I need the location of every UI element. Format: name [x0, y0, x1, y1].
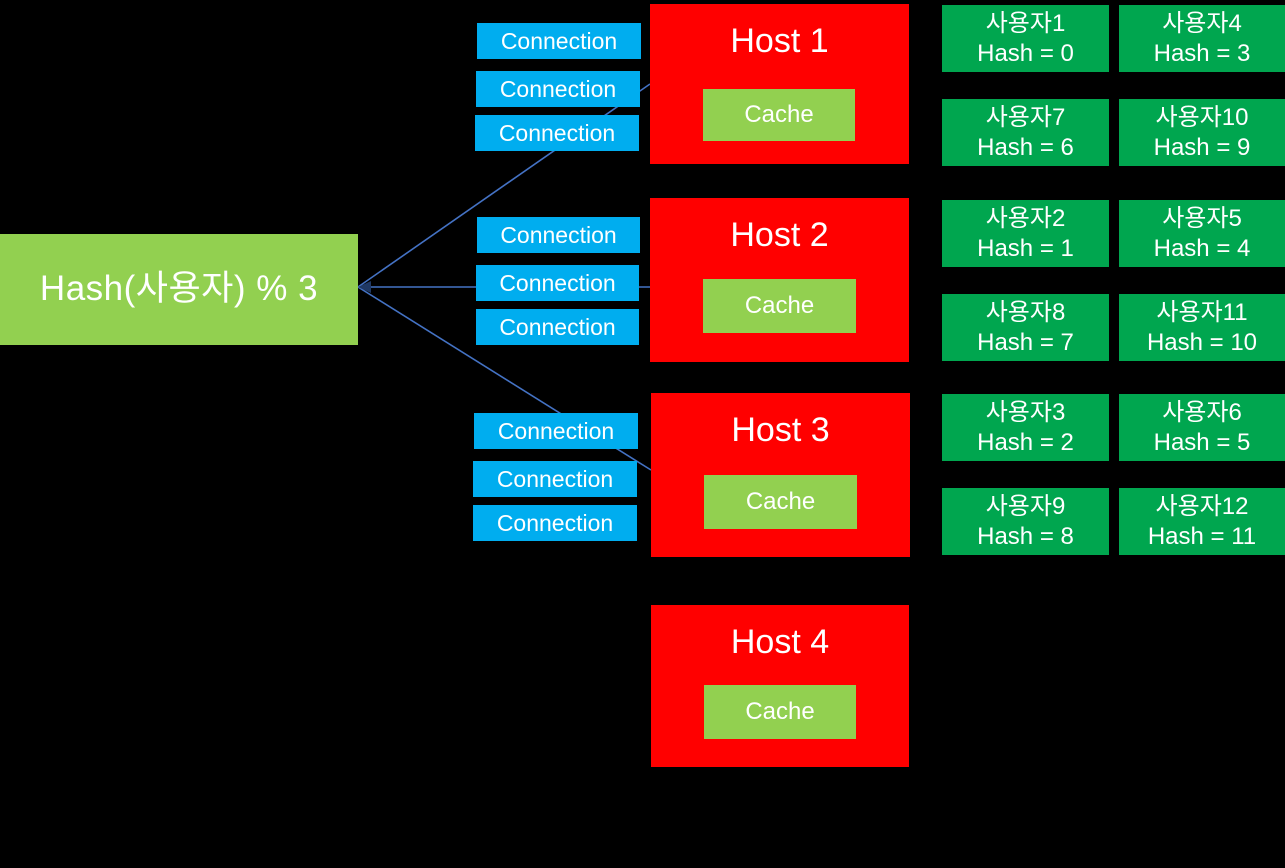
user-hash: Hash = 4 — [1153, 234, 1251, 262]
connection-box-1-2[interactable]: Connection — [476, 71, 640, 107]
connection-box-2-2[interactable]: Connection — [476, 265, 639, 301]
hash-source-box[interactable]: Hash(사용자) % 3 — [0, 234, 358, 345]
user-box-10[interactable]: 사용자10 Hash = 9 — [1119, 99, 1285, 166]
user-box-8[interactable]: 사용자8 Hash = 7 — [942, 294, 1109, 361]
host-title: Host 4 — [730, 623, 830, 661]
user-hash: Hash = 3 — [1153, 39, 1251, 67]
user-box-12[interactable]: 사용자12 Hash = 11 — [1119, 488, 1285, 555]
connection-label: Connection — [500, 27, 618, 54]
connection-box-3-3[interactable]: Connection — [473, 505, 637, 541]
hash-source-label: Hash(사용자) % 3 — [39, 269, 319, 309]
cache-label: Cache — [744, 292, 815, 320]
user-hash: Hash = 5 — [1153, 428, 1251, 456]
cache-box[interactable]: Cache — [704, 475, 857, 529]
user-name: 사용자7 — [985, 104, 1066, 132]
host-box-3[interactable]: Host 3 Cache — [651, 393, 910, 557]
connection-label: Connection — [496, 465, 614, 492]
user-name: 사용자10 — [1155, 104, 1249, 132]
connection-label: Connection — [499, 313, 616, 340]
connection-label: Connection — [498, 119, 616, 146]
link-arrowhead — [358, 281, 371, 293]
cache-box[interactable]: Cache — [703, 279, 856, 333]
user-name: 사용자1 — [985, 10, 1066, 38]
connection-box-3-1[interactable]: Connection — [474, 413, 638, 449]
host-title: Host 2 — [730, 216, 829, 254]
host-title: Host 3 — [731, 411, 830, 449]
user-hash: Hash = 7 — [977, 328, 1074, 356]
user-hash: Hash = 2 — [977, 428, 1074, 456]
user-name: 사용자3 — [985, 399, 1066, 427]
user-name: 사용자2 — [985, 205, 1066, 233]
connection-label: Connection — [499, 75, 617, 102]
user-name: 사용자4 — [1162, 10, 1242, 38]
connection-box-2-3[interactable]: Connection — [476, 309, 639, 345]
cache-box[interactable]: Cache — [703, 89, 855, 141]
user-box-11[interactable]: 사용자11 Hash = 10 — [1119, 294, 1285, 361]
user-hash: Hash = 6 — [977, 133, 1074, 161]
user-box-7[interactable]: 사용자7 Hash = 6 — [942, 99, 1109, 166]
user-box-3[interactable]: 사용자3 Hash = 2 — [942, 394, 1109, 461]
user-name: 사용자8 — [985, 299, 1066, 327]
host-box-1[interactable]: Host 1 Cache — [650, 4, 909, 164]
connection-label: Connection — [496, 509, 614, 536]
connection-label: Connection — [497, 417, 615, 444]
user-hash: Hash = 9 — [1153, 133, 1251, 161]
user-hash: Hash = 8 — [977, 522, 1074, 550]
user-hash: Hash = 11 — [1147, 522, 1257, 550]
connection-box-2-1[interactable]: Connection — [477, 217, 640, 253]
connection-label: Connection — [500, 221, 617, 248]
user-hash: Hash = 0 — [977, 39, 1074, 67]
user-box-2[interactable]: 사용자2 Hash = 1 — [942, 200, 1109, 267]
host-title: Host 1 — [730, 22, 829, 60]
cache-label: Cache — [744, 101, 814, 129]
cache-label: Cache — [745, 488, 816, 516]
user-box-1[interactable]: 사용자1 Hash = 0 — [942, 5, 1109, 72]
cache-box[interactable]: Cache — [704, 685, 856, 739]
host-box-4[interactable]: Host 4 Cache — [651, 605, 909, 767]
user-name: 사용자5 — [1162, 205, 1242, 233]
user-box-5[interactable]: 사용자5 Hash = 4 — [1119, 200, 1285, 267]
cache-label: Cache — [745, 698, 815, 726]
user-hash: Hash = 10 — [1146, 328, 1258, 356]
connection-box-3-2[interactable]: Connection — [473, 461, 637, 497]
user-name: 사용자12 — [1155, 493, 1249, 521]
user-box-9[interactable]: 사용자9 Hash = 8 — [942, 488, 1109, 555]
user-name: 사용자9 — [985, 493, 1066, 521]
host-box-2[interactable]: Host 2 Cache — [650, 198, 909, 362]
connection-box-1-3[interactable]: Connection — [475, 115, 639, 151]
user-box-6[interactable]: 사용자6 Hash = 5 — [1119, 394, 1285, 461]
user-name: 사용자6 — [1162, 399, 1242, 427]
user-hash: Hash = 1 — [977, 234, 1074, 262]
user-name: 사용자11 — [1156, 299, 1248, 327]
user-box-4[interactable]: 사용자4 Hash = 3 — [1119, 5, 1285, 72]
connection-label: Connection — [499, 269, 616, 296]
connection-box-1-1[interactable]: Connection — [477, 23, 641, 59]
